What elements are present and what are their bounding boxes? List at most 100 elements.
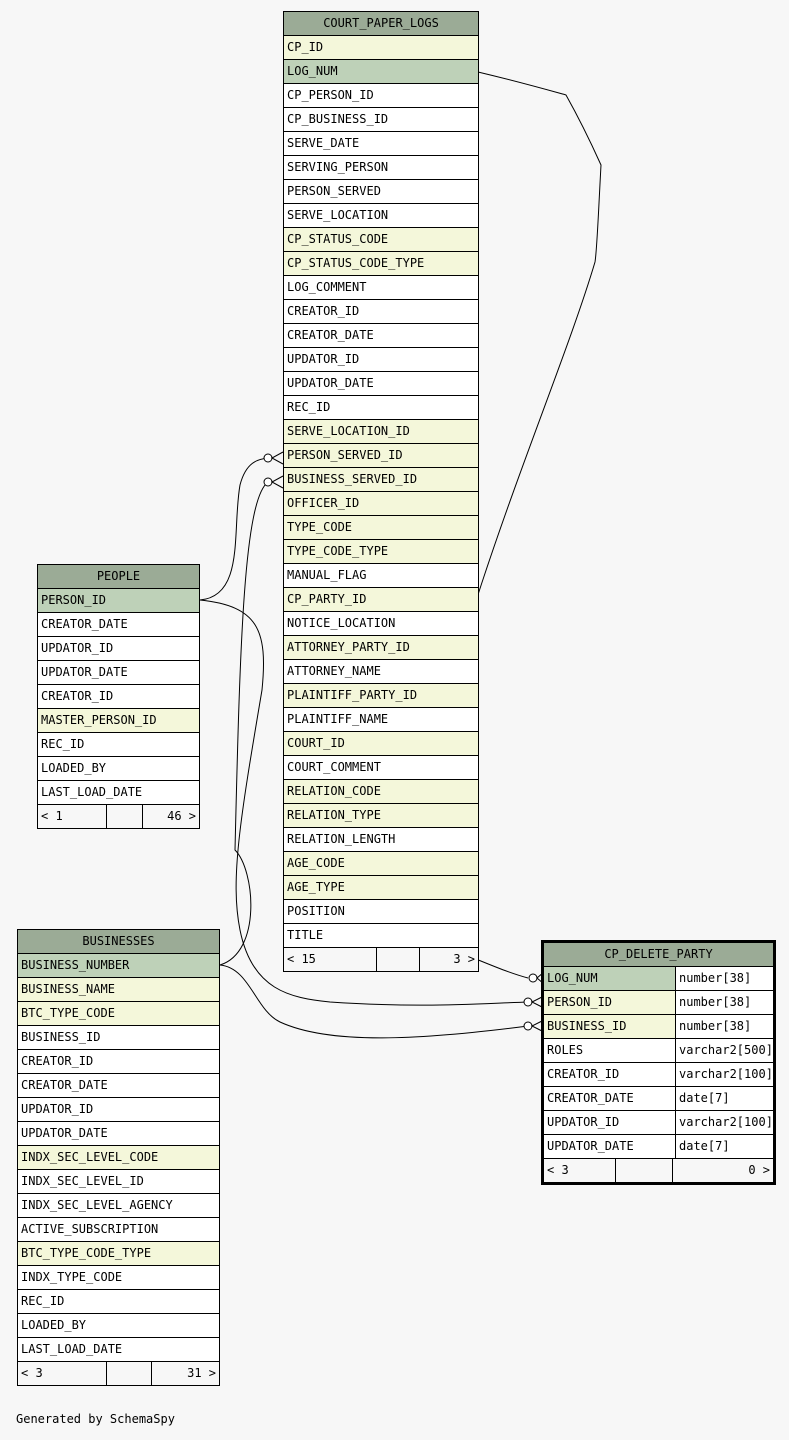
column-row[interactable]: CREATOR_ID [38,685,199,709]
column-row[interactable]: COURT_ID [284,732,478,756]
column-row[interactable]: RELATION_CODE [284,780,478,804]
column-row[interactable]: PERSON_SERVED [284,180,478,204]
column-row[interactable]: PLAINTIFF_PARTY_ID [284,684,478,708]
column-row[interactable]: UPDATOR_ID [38,637,199,661]
column-row[interactable]: UPDATOR_DATE [18,1122,219,1146]
column-row[interactable]: COURT_COMMENT [284,756,478,780]
column-row[interactable]: POSITION [284,900,478,924]
column-row[interactable]: AGE_CODE [284,852,478,876]
column-row[interactable]: TITLE [284,924,478,948]
column-row[interactable]: LOG_NUM [284,60,478,84]
column-row[interactable]: RELATION_TYPE [284,804,478,828]
column-row[interactable]: BTC_TYPE_CODE [18,1002,219,1026]
column-type: date[7] [675,1135,773,1158]
column-name: REC_ID [287,400,331,414]
column-row[interactable]: CREATOR_DATE [18,1074,219,1098]
column-row[interactable]: LAST_LOAD_DATE [38,781,199,805]
column-name: POSITION [287,904,345,918]
table-title[interactable]: BUSINESSES [18,930,219,954]
column-name: CP_PERSON_ID [287,88,374,102]
column-row[interactable]: CREATOR_DATE [38,613,199,637]
column-row[interactable]: SERVE_LOCATION_ID [284,420,478,444]
table-title[interactable]: PEOPLE [38,565,199,589]
column-row[interactable]: UPDATOR_ID [284,348,478,372]
column-row[interactable]: PERSON_SERVED_ID [284,444,478,468]
column-row[interactable]: CP_ID [284,36,478,60]
column-row[interactable]: AGE_TYPE [284,876,478,900]
column-row[interactable]: CP_PARTY_ID [284,588,478,612]
column-row[interactable]: CP_STATUS_CODE_TYPE [284,252,478,276]
column-row[interactable]: INDX_SEC_LEVEL_AGENCY [18,1194,219,1218]
column-row[interactable]: CP_BUSINESS_ID [284,108,478,132]
column-row[interactable]: ACTIVE_SUBSCRIPTION [18,1218,219,1242]
column-row[interactable]: BUSINESS_ID [18,1026,219,1050]
column-name: BUSINESS_NAME [21,982,115,996]
column-row[interactable]: INDX_SEC_LEVEL_ID [18,1170,219,1194]
column-name: SERVE_DATE [287,136,360,150]
column-row[interactable]: CP_PERSON_ID [284,84,478,108]
column-row[interactable]: ATTORNEY_NAME [284,660,478,684]
column-row[interactable]: REC_ID [18,1290,219,1314]
column-row[interactable]: CP_STATUS_CODE [284,228,478,252]
column-row[interactable]: LAST_LOAD_DATE [18,1338,219,1362]
column-row[interactable]: MANUAL_FLAG [284,564,478,588]
column-row[interactable]: SERVE_LOCATION [284,204,478,228]
table-title[interactable]: COURT_PAPER_LOGS [284,12,478,36]
column-name: LOG_COMMENT [287,280,367,294]
column-row[interactable]: REC_ID [284,396,478,420]
parents-count: < 15 [287,952,316,966]
column-name: REC_ID [41,737,85,751]
column-row[interactable]: INDX_TYPE_CODE [18,1266,219,1290]
column-row[interactable]: BTC_TYPE_CODE_TYPE [18,1242,219,1266]
column-row[interactable]: BUSINESS_SERVED_ID [284,468,478,492]
column-row[interactable]: CREATOR_DATE [284,324,478,348]
column-row[interactable]: UPDATOR_DATE [38,661,199,685]
column-name: PERSON_SERVED_ID [287,448,403,462]
column-row[interactable]: CREATOR_ID [284,300,478,324]
column-row[interactable]: SERVING_PERSON [284,156,478,180]
column-row[interactable]: PLAINTIFF_NAME [284,708,478,732]
column-row[interactable]: NOTICE_LOCATION [284,612,478,636]
column-row[interactable]: PERSON_ID [38,589,199,613]
column-row[interactable]: INDX_SEC_LEVEL_CODE [18,1146,219,1170]
column-row[interactable]: UPDATOR_ID [18,1098,219,1122]
column-name: CP_STATUS_CODE [287,232,389,246]
column-row[interactable]: LOADED_BY [18,1314,219,1338]
column-name: CREATOR_ID [547,1067,620,1081]
table-businesses[interactable]: BUSINESSES BUSINESS_NUMBER BUSINESS_NAME B… [17,929,220,1386]
column-row[interactable]: RELATION_LENGTH [284,828,478,852]
column-row[interactable]: REC_ID [38,733,199,757]
column-name: INDX_SEC_LEVEL_AGENCY [21,1198,173,1212]
column-name: CP_PARTY_ID [287,592,367,606]
column-row[interactable]: MASTER_PERSON_ID [38,709,199,733]
column-row[interactable]: LOADED_BY [38,757,199,781]
column-type: number[38] [675,1015,773,1038]
column-row[interactable]: BUSINESS_NAME [18,978,219,1002]
column-name: SERVE_LOCATION [287,208,389,222]
column-row[interactable]: TYPE_CODE [284,516,478,540]
table-title[interactable]: CP_DELETE_PARTY [544,943,773,967]
column-row[interactable]: CREATOR_ID [18,1050,219,1074]
crowfoot-person-served [270,451,284,465]
column-row[interactable]: UPDATOR_DATE [284,372,478,396]
column-row[interactable]: LOG_COMMENT [284,276,478,300]
column-row[interactable]: ATTORNEY_PARTY_ID [284,636,478,660]
column-row[interactable]: BUSINESS_NUMBER [18,954,219,978]
column-row[interactable]: OFFICER_ID [284,492,478,516]
column-row[interactable]: SERVE_DATE [284,132,478,156]
column-name: PERSON_ID [41,593,107,607]
column-row[interactable]: TYPE_CODE_TYPE [284,540,478,564]
column-name: BUSINESS_SERVED_ID [287,472,418,486]
